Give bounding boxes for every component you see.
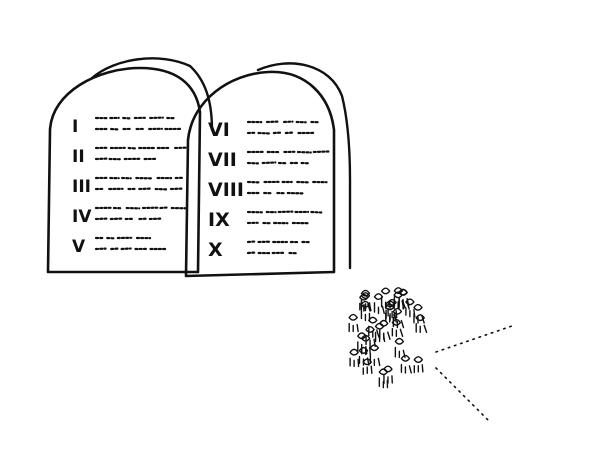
person-figure xyxy=(362,358,373,375)
commandment-numeral: II xyxy=(72,147,85,167)
person-figure xyxy=(360,334,372,356)
commandment-numeral: X xyxy=(208,239,223,261)
left-tablet-text-lines xyxy=(94,116,189,251)
inscription-line xyxy=(120,247,132,251)
dotted-sight-line xyxy=(435,325,513,423)
inscription-line xyxy=(159,206,169,210)
inscription-line xyxy=(310,210,323,214)
right-tablet-numerals: VI VII VIII IX X xyxy=(208,119,244,261)
commandment-numeral: VIII xyxy=(208,179,244,201)
person-figure xyxy=(393,287,406,309)
commandment-numeral: I xyxy=(72,117,78,137)
person-figure xyxy=(369,344,381,367)
inscription-line xyxy=(257,131,272,135)
person-figure xyxy=(391,318,404,338)
person-figure xyxy=(379,319,391,340)
person-figure xyxy=(380,287,391,309)
commandment-numeral: III xyxy=(72,177,91,197)
commandment-numeral: IV xyxy=(72,207,92,227)
person-figure xyxy=(385,300,397,321)
commandment-numeral: VI xyxy=(208,119,230,141)
inscription-line xyxy=(261,161,277,165)
inscription-line xyxy=(296,150,312,154)
person-figure xyxy=(392,307,405,329)
person-figure xyxy=(383,365,393,385)
person-figure xyxy=(378,368,389,389)
person-figure xyxy=(373,293,385,315)
crowd-of-people-icon xyxy=(348,287,428,389)
commandment-numeral: VII xyxy=(208,149,237,171)
person-figure xyxy=(415,314,428,334)
person-figure xyxy=(368,316,380,338)
person-figure xyxy=(394,337,406,359)
person-figure xyxy=(359,293,371,312)
person-figure xyxy=(348,313,359,333)
right-tablet: VI VII VIII IX X xyxy=(184,62,352,278)
commandment-numeral: V xyxy=(72,237,86,257)
inscription-line xyxy=(246,240,256,244)
inscription-line xyxy=(312,150,330,154)
commandment-numeral: IX xyxy=(208,209,230,231)
right-tablet-text-lines xyxy=(246,120,330,255)
person-figure xyxy=(413,356,424,374)
person-figure xyxy=(400,354,412,374)
